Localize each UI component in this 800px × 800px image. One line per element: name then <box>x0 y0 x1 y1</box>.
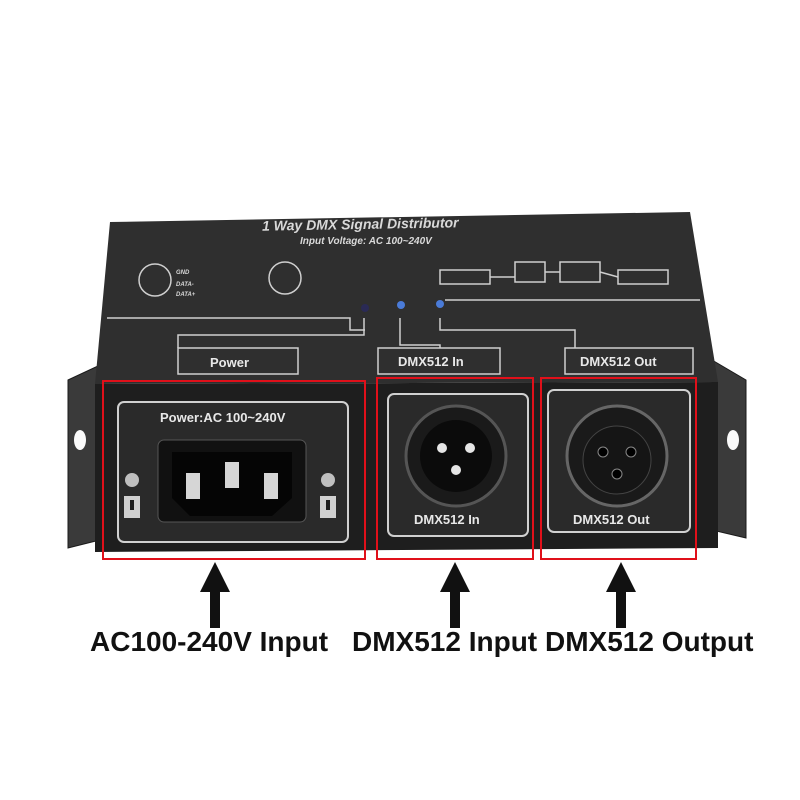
callout-dmx-output: DMX512 Output <box>545 626 754 657</box>
top-dmx-out-label: DMX512 Out <box>580 354 657 369</box>
led-indicator <box>397 301 405 309</box>
screw-icon <box>321 473 335 487</box>
device-top-face <box>95 212 718 384</box>
power-plate-text: Power:AC 100~240V <box>160 410 286 425</box>
pin-label: DATA+ <box>176 292 196 298</box>
pin-label: DATA- <box>176 282 194 288</box>
screw-icon <box>125 473 139 487</box>
arrow-up-icon <box>440 562 470 628</box>
callout-power-input: AC100-240V Input <box>90 626 329 657</box>
top-power-label: Power <box>210 355 250 370</box>
device-title: 1 Way DMX Signal Distributor <box>261 214 459 234</box>
top-dmx-in-label: DMX512 In <box>398 354 464 369</box>
highlight-power <box>102 380 366 560</box>
callout-dmx-input: DMX512 Input <box>352 626 538 657</box>
dmx-out-plate-text: DMX512 Out <box>573 512 650 527</box>
pin-label: GND <box>176 270 190 276</box>
led-indicator <box>361 304 369 312</box>
led-indicator <box>436 300 444 308</box>
voltage-label: Input Voltage: AC 100~240V <box>300 236 432 247</box>
arrow-up-icon <box>200 562 230 628</box>
arrow-up-icon <box>606 562 636 628</box>
highlight-dmx-out <box>540 377 697 560</box>
highlight-dmx-in <box>376 377 534 560</box>
dmx-in-plate-text: DMX512 In <box>414 512 480 527</box>
